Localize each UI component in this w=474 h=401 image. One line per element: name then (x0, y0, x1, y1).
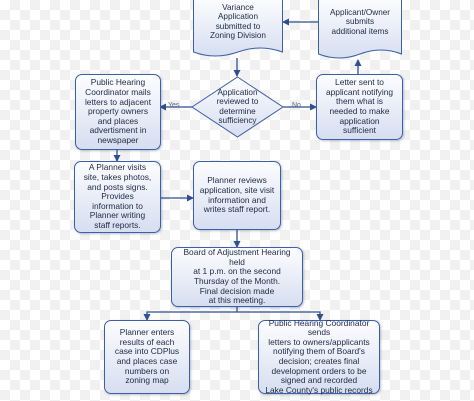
arrow-board-to-hearing-sends (237, 311, 324, 321)
board-hearing-node: Board of Adjustment Hearing held at 1 p.… (171, 247, 303, 307)
variance-submitted-text: Variance Application submitted to Zoning… (210, 3, 266, 41)
applicant-submits-text: Applicant/Owner submits additional items (329, 8, 391, 36)
arrow-board-to-planner-enters (143, 305, 238, 321)
hearing-coordinator-mails-text: Public Hearing Coordinator mails letters… (84, 77, 152, 145)
letter-sent-text: Letter sent to applicant notifying them … (325, 77, 394, 136)
planner-enters-text: Planner enters results of each case into… (114, 327, 180, 386)
hearing-coordinator-mails-node: Public Hearing Coordinator mails letters… (75, 74, 161, 150)
yes-label: Yes (168, 102, 180, 109)
planner-visits-text: A Planner visits site, takes photos, and… (83, 162, 152, 230)
letter-sent-node: Letter sent to applicant notifying them … (316, 74, 403, 140)
no-label: No (292, 102, 301, 109)
hearing-coordinator-sends-text: Public Hearing Coordinator sends letters… (265, 317, 373, 395)
applicant-submits-node: Applicant/Owner submits additional items (318, 0, 402, 62)
planner-visits-node: A Planner visits site, takes photos, and… (74, 161, 161, 233)
planner-enters-node: Planner enters results of each case into… (104, 320, 190, 394)
sufficiency-decision-node: Application reviewed to determine suffic… (191, 76, 284, 138)
board-hearing-text: Board of Adjustment Hearing held at 1 p.… (183, 247, 291, 306)
sufficiency-decision-text: Application reviewed to determine suffic… (216, 88, 259, 126)
variance-submitted-node: Variance Application submitted to Zoning… (193, 0, 283, 60)
planner-reviews-text: Planner reviews application, site visit … (199, 175, 275, 215)
planner-reviews-node: Planner reviews application, site visit … (193, 161, 281, 230)
hearing-coordinator-sends-node: Public Hearing Coordinator sends letters… (258, 317, 380, 395)
